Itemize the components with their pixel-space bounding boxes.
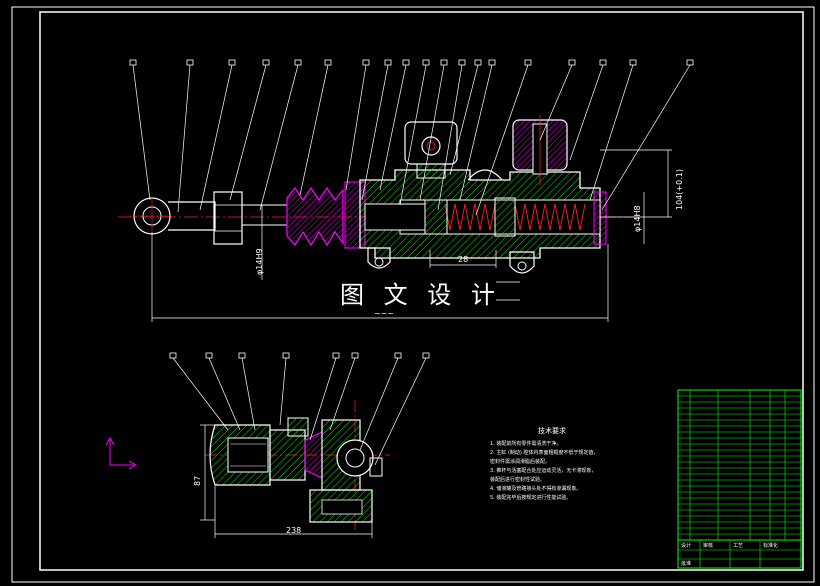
tech-req-title: 技术要求 <box>538 426 566 435</box>
tech-req-line: 4. 储液罐及管路接头处不得有渗漏现象。 <box>490 485 581 492</box>
end-plug <box>593 191 607 245</box>
title-block-label: 标准化 <box>763 542 778 549</box>
inlet-port-right <box>512 115 568 185</box>
dim-diameter-right: φ14H8 <box>633 205 642 232</box>
lower-eye <box>336 439 374 477</box>
dim-overall-length: ~~~ <box>374 309 394 318</box>
part-balloons <box>129 59 694 66</box>
inlet-port-left <box>404 121 458 179</box>
watermark-text: 图 文 设 计 <box>340 281 501 309</box>
return-spring <box>444 203 496 231</box>
main-assembly-view: ~~~ 104(+0.1) φ14H8 φ14H9 28 图 文 设 计 <box>118 59 694 322</box>
ucs-axis-icon <box>105 436 138 470</box>
title-block-label: 工艺 <box>733 543 743 549</box>
piston <box>424 199 448 235</box>
lower-valve-seat <box>304 431 323 479</box>
rubber-boot <box>286 186 344 247</box>
part-leaders <box>132 64 691 216</box>
title-block-label: 设计 <box>681 542 691 549</box>
dim-lower-width: 238 <box>286 526 301 535</box>
dimension-lines-main <box>151 149 672 322</box>
dim-vertical-right: 104(+0.1) <box>675 169 684 210</box>
lower-side-view: 87 238 <box>169 352 430 538</box>
dim-lower-height: 87 <box>193 476 202 486</box>
inner-frame <box>39 11 804 571</box>
outer-frame <box>11 6 815 583</box>
tech-req-line: 3. 推杆与活塞配合处应运动灵活，无卡滞现象， <box>490 467 596 474</box>
tech-req-line: 5. 装配完毕后按规定进行性能试验。 <box>490 494 571 501</box>
mounting-lug-left <box>367 247 391 269</box>
title-block-label: 批准 <box>681 560 691 567</box>
tech-req-line: 1. 装配前所有零件需清洗干净。 <box>490 440 561 447</box>
title-block-label: 审核 <box>703 542 713 549</box>
push-rod <box>168 201 216 231</box>
secondary-piston <box>494 197 516 237</box>
dim-spring-length: 28 <box>458 255 468 264</box>
lower-body-block <box>269 429 306 481</box>
tech-req-line: 密封件需涂润滑脂后装配。 <box>490 458 550 465</box>
mounting-lug-right <box>509 251 535 274</box>
title-block-labels: 设计 审核 工艺 标准化 批准 <box>681 542 778 567</box>
dim-diameter-left: φ14H9 <box>255 248 264 275</box>
parts-list-table <box>677 389 802 569</box>
tech-req-line: 装配后进行密封性试验。 <box>490 476 545 483</box>
hex-nut <box>213 191 243 245</box>
technical-requirements: 技术要求 1. 装配前所有零件需清洗干净。 2. 主缸 (制动) 腔体内表面粗糙… <box>490 426 598 501</box>
tech-req-line: 2. 主缸 (制动) 腔体内表面粗糙度不低于规定值， <box>490 449 598 456</box>
